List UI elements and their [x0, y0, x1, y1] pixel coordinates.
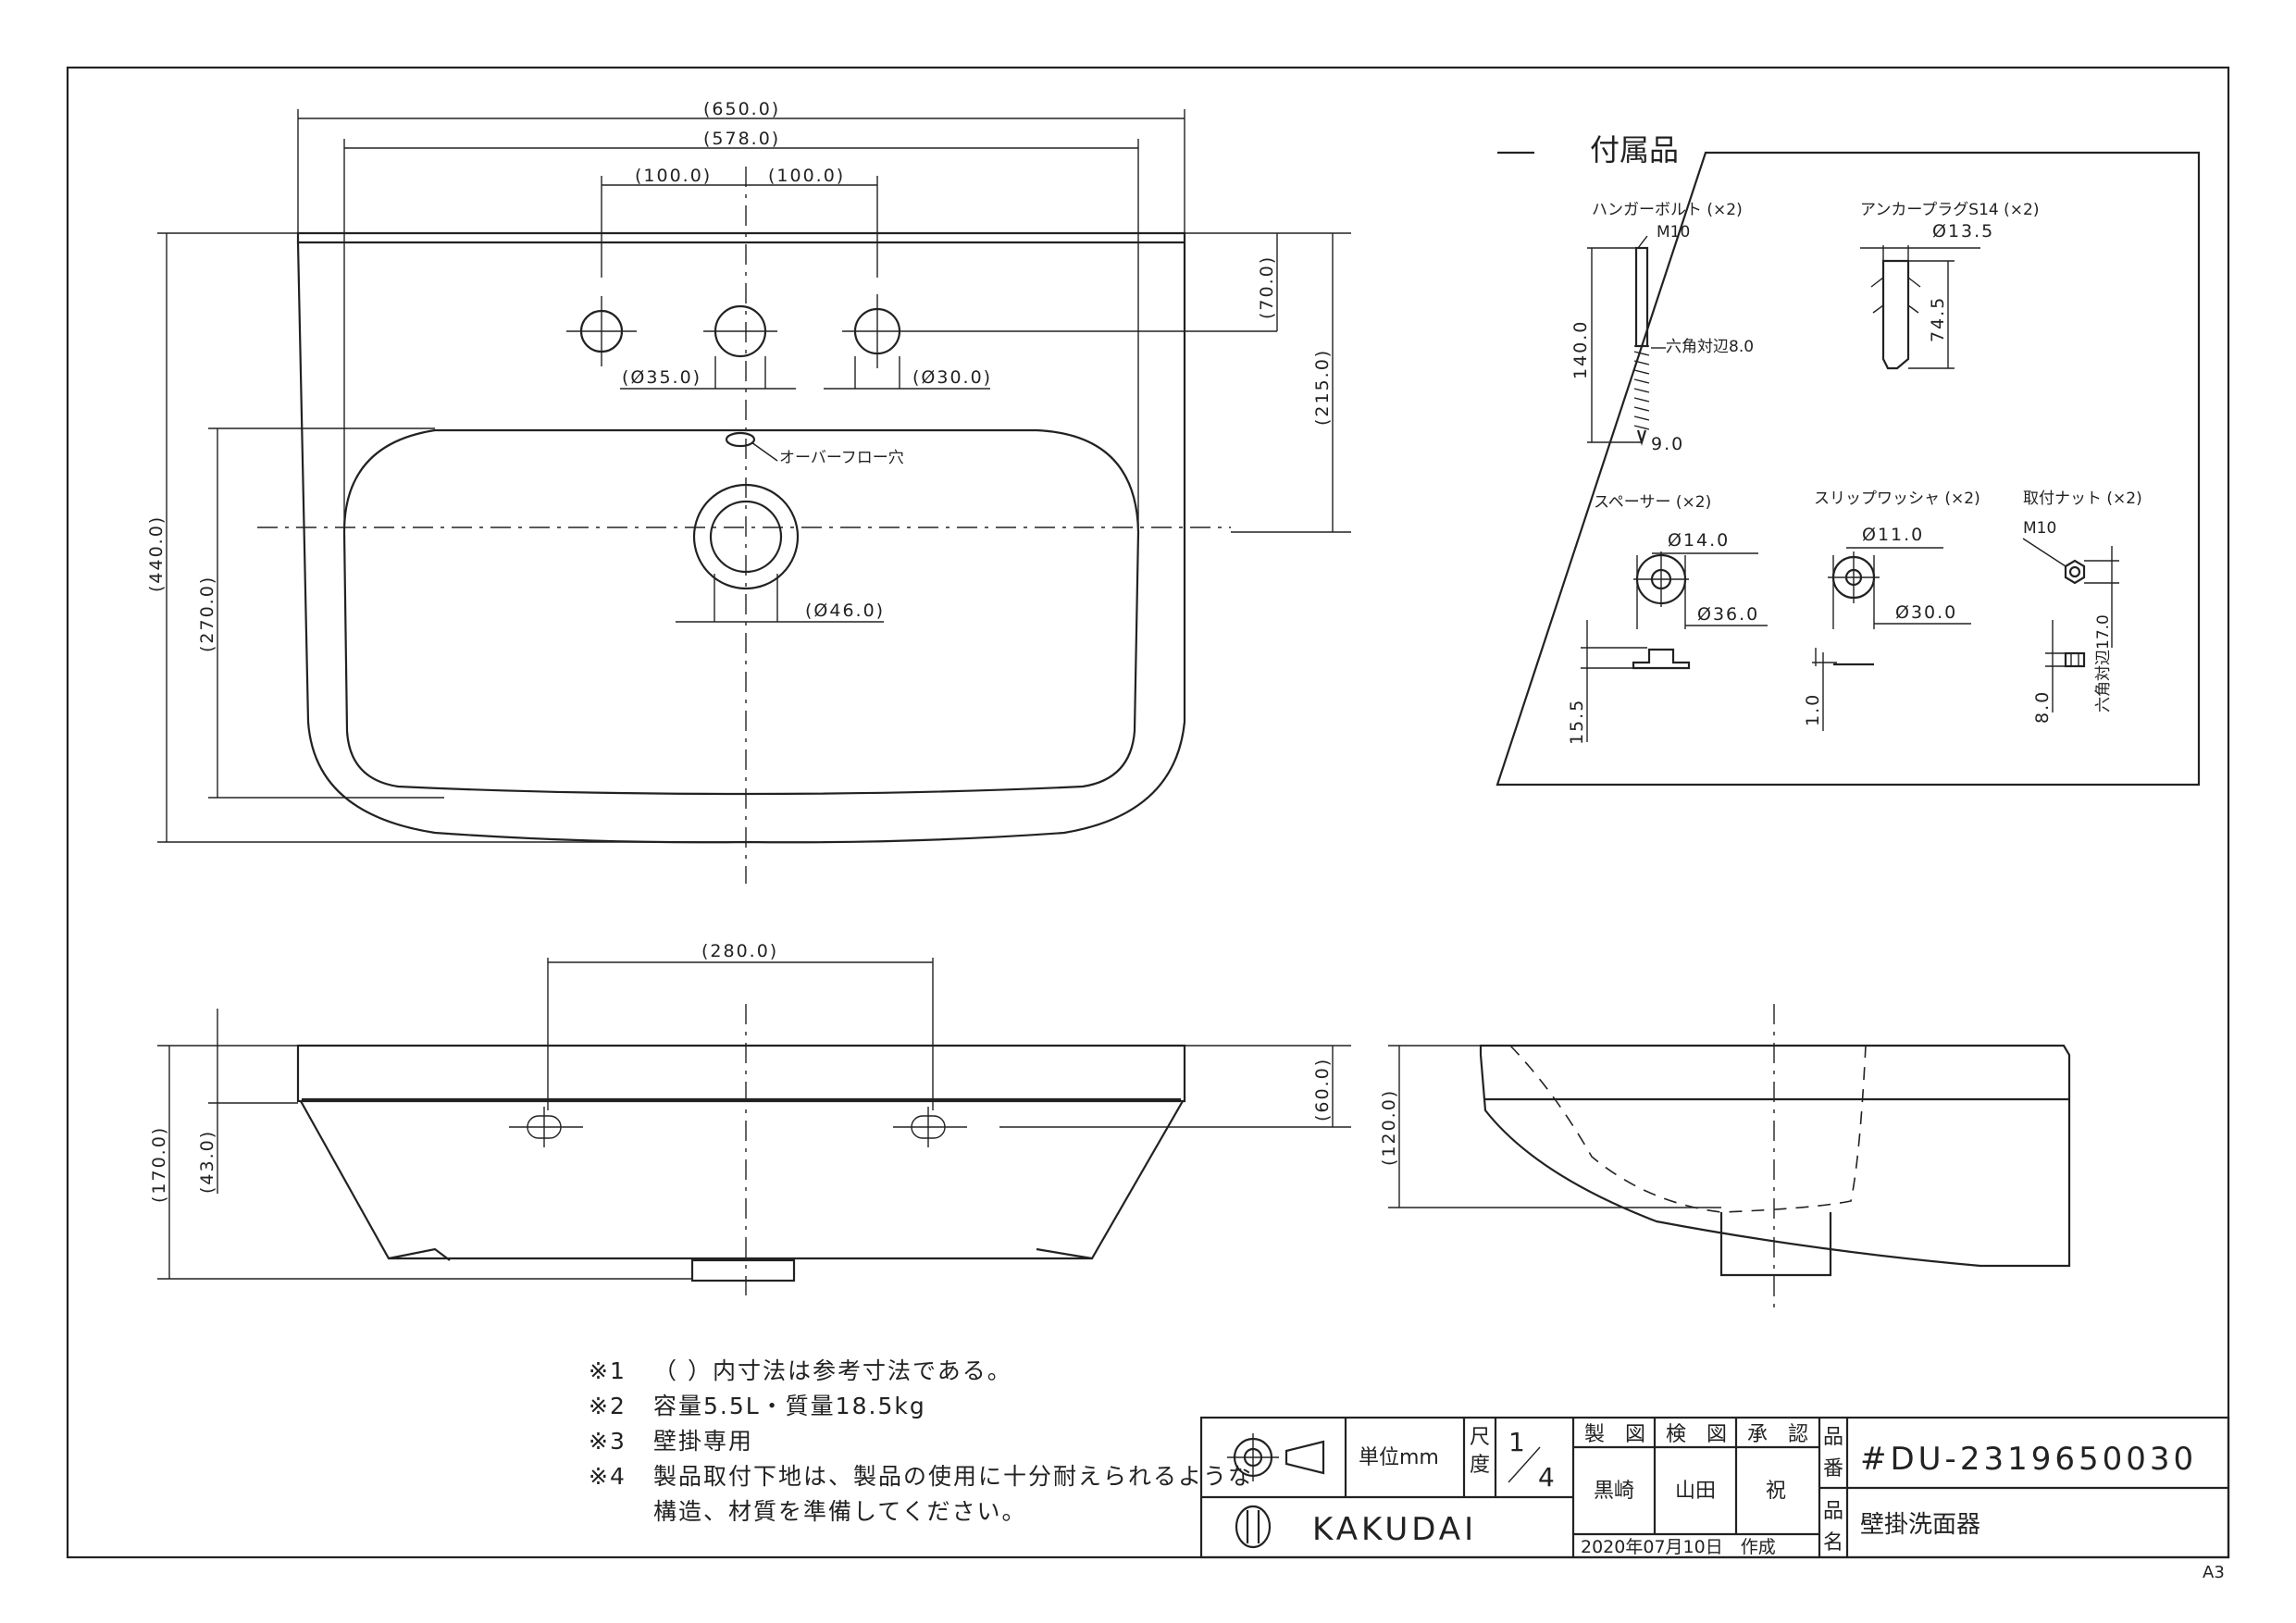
- note-1-text: （ ）内寸法は参考寸法である。: [653, 1357, 1012, 1384]
- note-2-mark: ※2: [589, 1393, 627, 1419]
- dim-front-60: (60.0): [1312, 1058, 1333, 1121]
- hanger-bolt-length: 140.0: [1570, 320, 1591, 379]
- dim-drain-dia: (Ø46.0): [805, 601, 885, 621]
- slip-washer-thick: 1.0: [1803, 693, 1823, 726]
- dim-height-270: (270.0): [197, 576, 217, 652]
- anchor-plug-name: アンカープラグS14 (×2): [1860, 201, 2039, 219]
- dim-front-170: (170.0): [149, 1126, 169, 1203]
- spacer-thick: 15.5: [1567, 699, 1587, 745]
- made-label: 製 図: [1584, 1423, 1645, 1446]
- dim-height-215: (215.0): [1312, 349, 1333, 426]
- spacer-outer: Ø36.0: [1697, 604, 1759, 625]
- check-label: 検 図: [1666, 1423, 1727, 1446]
- checked-by: 山田: [1675, 1480, 1716, 1503]
- side-view: (120.0): [1379, 1004, 2071, 1314]
- dim-front-280: (280.0): [701, 941, 778, 961]
- overflow-label: オーバーフロー穴: [779, 449, 904, 467]
- scale-num: 1: [1508, 1427, 1525, 1457]
- dim-height-70: (70.0): [1257, 255, 1277, 319]
- anchor-plug-length: 74.5: [1928, 296, 1948, 342]
- part-no-label-1: 品: [1823, 1426, 1843, 1449]
- sheet-size: A3: [2203, 1563, 2225, 1582]
- dim-side-120: (120.0): [1379, 1089, 1399, 1166]
- hanger-bolt-tip: 9.0: [1651, 434, 1684, 454]
- front-view: (280.0) (170.0) (43.0) (60.0): [149, 941, 1351, 1295]
- nut-thick: 8.0: [2032, 690, 2053, 724]
- notes: ※1 （ ）内寸法は参考寸法である。 ※2 容量5.5L・質量18.5kg ※3…: [589, 1357, 1253, 1525]
- scale-label-1: 尺: [1470, 1426, 1490, 1449]
- brand-name: KAKUDAI: [1312, 1511, 1477, 1548]
- approve-label: 承 認: [1747, 1423, 1808, 1446]
- created-date: 2020年07月10日 作成: [1581, 1537, 1776, 1557]
- spacer-name: スペーサー (×2): [1594, 493, 1711, 512]
- sheet-border: [66, 66, 2230, 1559]
- slip-washer-inner: Ø11.0: [1862, 525, 1924, 545]
- hanger-bolt-hex: 六角対辺8.0: [1666, 338, 1754, 356]
- part-no-label-2: 番: [1823, 1457, 1843, 1481]
- spacer-inner: Ø14.0: [1668, 530, 1730, 551]
- projection-symbol-icon: [1227, 1433, 1325, 1481]
- dim-hole-dia-35: (Ø35.0): [622, 367, 701, 388]
- note-3-text: 壁掛専用: [653, 1428, 753, 1455]
- dim-front-43: (43.0): [197, 1130, 217, 1194]
- unit-label: 単位mm: [1359, 1446, 1439, 1469]
- scale-label-2: 度: [1470, 1454, 1490, 1477]
- part-name-label-2: 名: [1823, 1531, 1843, 1555]
- part-name: 壁掛洗面器: [1860, 1511, 1980, 1539]
- top-view: (650.0) (578.0) (100.0) (100.0) (Ø35.0) …: [146, 99, 1351, 884]
- note-1-mark: ※1: [589, 1357, 627, 1384]
- dim-height-440: (440.0): [146, 515, 167, 592]
- slip-washer-outer: Ø30.0: [1895, 602, 1957, 623]
- slip-washer-name: スリップワッシャ (×2): [1814, 489, 1980, 508]
- dim-hole-spacing-left: (100.0): [635, 166, 712, 186]
- part-no: #DU-2319650030: [1860, 1441, 2197, 1478]
- title-block: 単位mm 尺 度 1 4 KAKUDAI 製 図 検 図 承 認 黒崎 山田 祝…: [1199, 1416, 2230, 1559]
- part-name-label-1: 品: [1823, 1500, 1843, 1523]
- accessories-title: 付属品: [1590, 132, 1679, 167]
- nut-thread: M10: [2023, 519, 2056, 538]
- scale-den: 4: [1538, 1462, 1555, 1493]
- note-5-text: 構造、材質を準備してください。: [653, 1498, 1027, 1525]
- note-4-mark: ※4: [589, 1463, 627, 1490]
- note-4-text: 製品取付下地は、製品の使用に十分耐えられるような: [653, 1463, 1253, 1490]
- hanger-bolt-thread: M10: [1657, 223, 1690, 242]
- approved-by: 祝: [1766, 1480, 1786, 1503]
- dim-hole-dia-30: (Ø30.0): [912, 367, 992, 388]
- nut-name: 取付ナット (×2): [2023, 489, 2142, 508]
- nut-hex: 六角対辺17.0: [2094, 614, 2113, 712]
- dim-top-width: (650.0): [703, 99, 780, 119]
- note-2-text: 容量5.5L・質量18.5kg: [653, 1393, 926, 1419]
- hanger-bolt-name: ハンガーボルト (×2): [1592, 201, 1743, 219]
- dim-inner-width: (578.0): [703, 129, 780, 149]
- kakudai-logo-icon: [1235, 1505, 1272, 1549]
- made-by: 黒崎: [1594, 1480, 1634, 1503]
- note-3-mark: ※3: [589, 1428, 627, 1455]
- anchor-plug-dia: Ø13.5: [1932, 221, 1994, 242]
- accessories-panel: 付属品 ハンガーボルト (×2) M10 140.0 六角対辺8.0 9.0 ア…: [1496, 132, 2201, 787]
- dim-hole-spacing-right: (100.0): [768, 166, 845, 186]
